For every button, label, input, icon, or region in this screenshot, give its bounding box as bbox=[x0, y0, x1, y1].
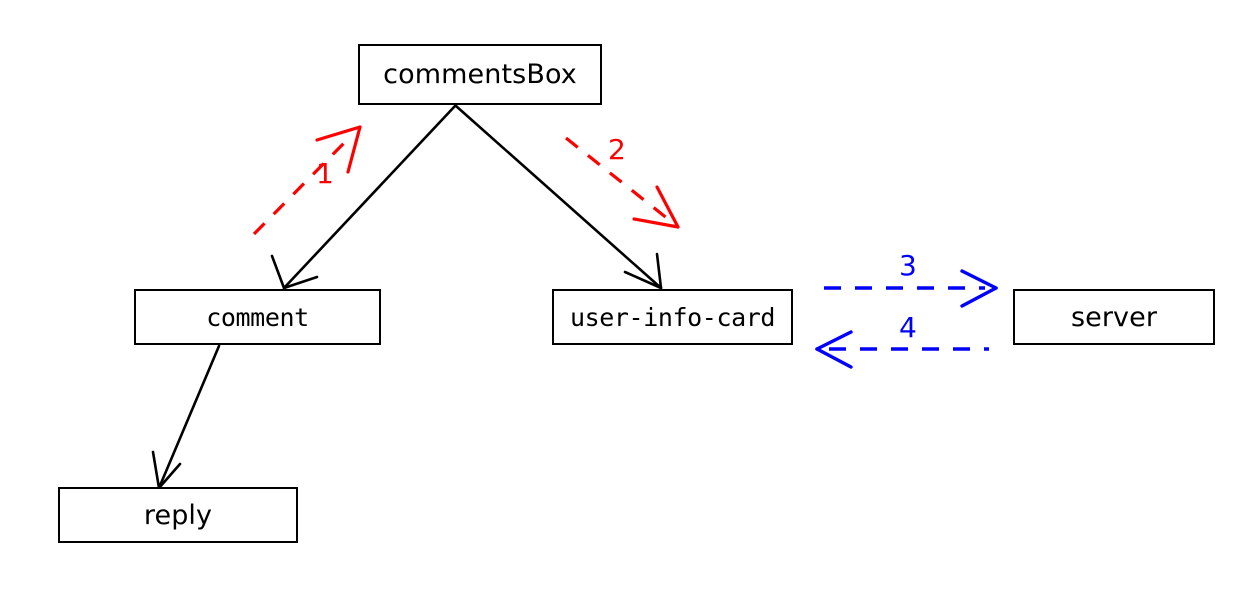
annotation-arrow-1 bbox=[252, 125, 362, 236]
node-reply[interactable]: reply bbox=[58, 487, 298, 543]
edge-commentsBox-to-comment bbox=[270, 104, 457, 290]
node-server[interactable]: server bbox=[1013, 289, 1215, 345]
node-commentsBox-label: commentsBox bbox=[383, 59, 577, 90]
node-user-info-card-label: user-info-card bbox=[569, 302, 776, 332]
node-user-info-card[interactable]: user-info-card bbox=[552, 289, 793, 345]
annotation-label-1: 1 bbox=[316, 157, 334, 190]
annotation-label-4: 4 bbox=[899, 311, 917, 344]
node-reply-label: reply bbox=[143, 499, 213, 531]
edge-commentsBox-to-user-info-card bbox=[454, 104, 663, 290]
annotation-label-3: 3 bbox=[899, 249, 917, 282]
node-server-label: server bbox=[1070, 301, 1158, 333]
node-commentsBox[interactable]: commentsBox bbox=[358, 44, 602, 105]
annotation-label-2: 2 bbox=[608, 133, 626, 166]
node-comment[interactable]: comment bbox=[134, 289, 381, 345]
node-comment-label: comment bbox=[206, 302, 309, 332]
edge-comment-to-reply bbox=[151, 344, 221, 490]
